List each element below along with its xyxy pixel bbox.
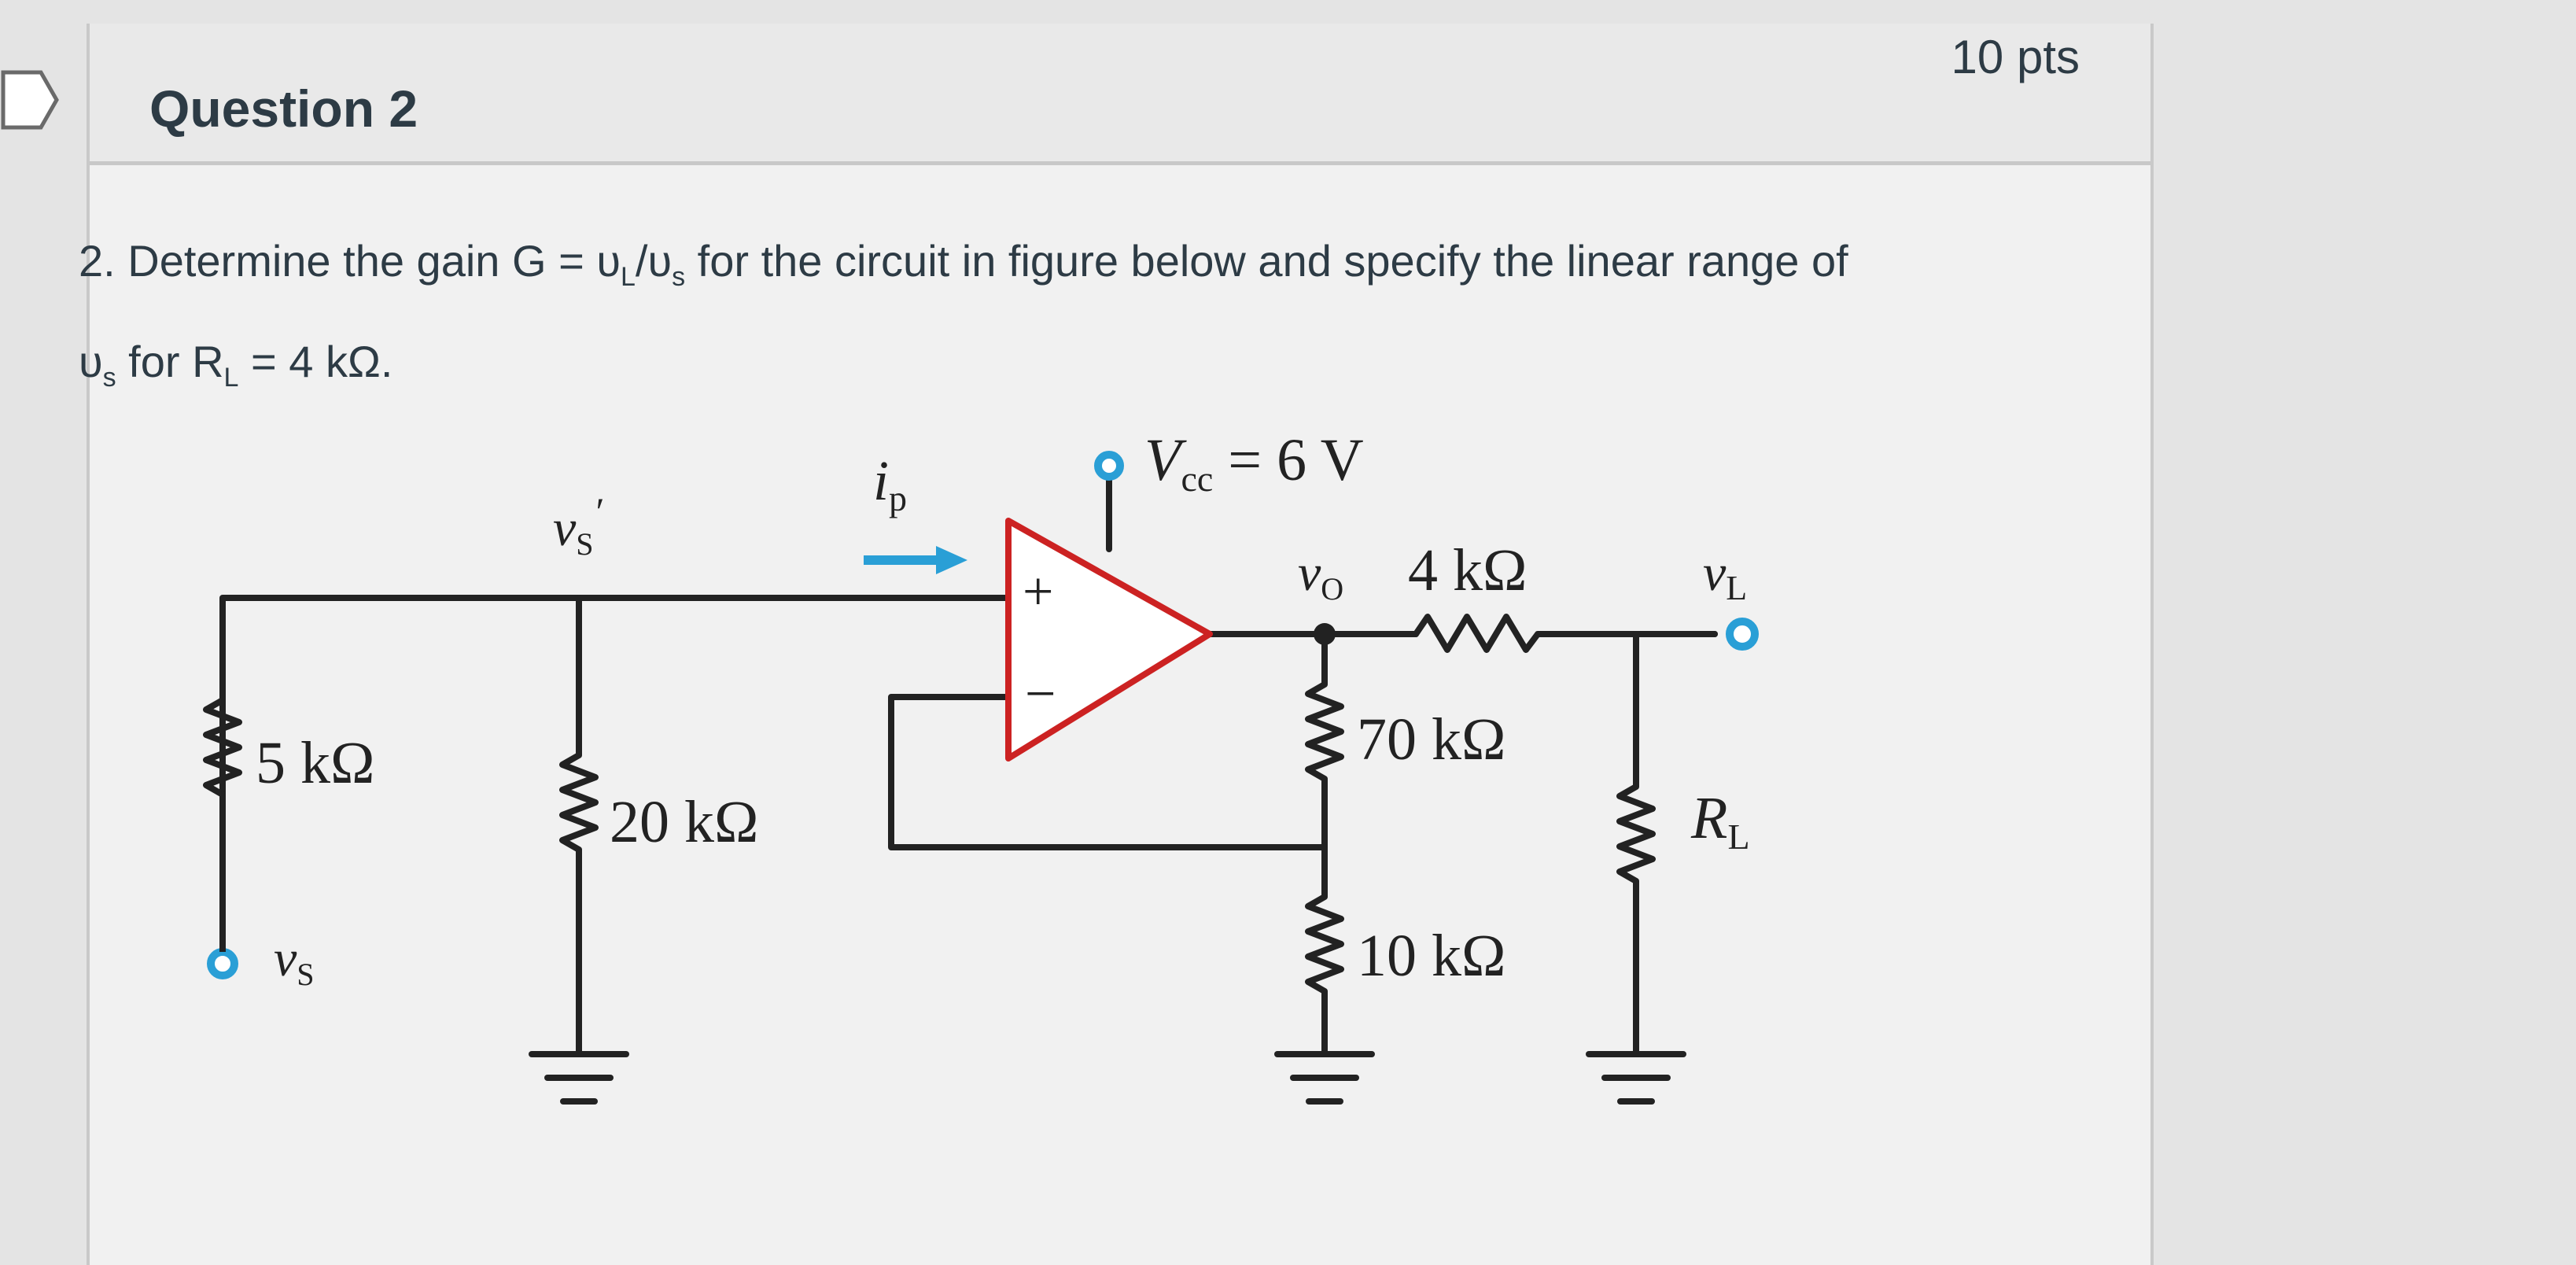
question-title: Question 2 bbox=[149, 79, 418, 138]
question-header: Question 2 10 pts bbox=[90, 24, 2150, 165]
series-resistor-label: 4 kΩ bbox=[1408, 537, 1527, 603]
flag-icon[interactable] bbox=[0, 65, 63, 135]
prompt-line-1: 2. Determine the gain G = υL/υs for the … bbox=[79, 236, 1848, 293]
feedback-bottom-label: 10 kΩ bbox=[1357, 923, 1505, 989]
shunt-resistor bbox=[559, 595, 599, 1057]
opamp-symbol bbox=[1005, 518, 1213, 762]
ip-current-arrow bbox=[864, 546, 967, 574]
question-points: 10 pts bbox=[1951, 31, 2080, 83]
source-resistor bbox=[203, 697, 242, 798]
load-resistor-label: RL bbox=[1690, 785, 1750, 857]
ip-label: ip bbox=[873, 449, 907, 518]
source-resistor-label: 5 kΩ bbox=[256, 730, 374, 796]
feedback-wire bbox=[888, 694, 1328, 850]
vo-junction-node bbox=[1314, 623, 1336, 645]
vl-label: vL bbox=[1703, 544, 1747, 607]
opamp-plus-sign: + bbox=[1023, 562, 1053, 622]
opamp-minus-sign: − bbox=[1025, 664, 1056, 725]
vs-prime-label: vS′ bbox=[553, 489, 603, 562]
prompt-line-2: υs for RL = 4 kΩ. bbox=[79, 337, 393, 393]
load-resistor bbox=[1616, 631, 1656, 1057]
vcc-terminal-node bbox=[1094, 451, 1124, 481]
feedback-resistor-bottom bbox=[1305, 844, 1344, 1057]
vs-terminal-node bbox=[207, 948, 238, 979]
shunt-resistor-label: 20 kΩ bbox=[610, 789, 758, 855]
vo-label: vO bbox=[1298, 544, 1343, 607]
vcc-label: Vcc = 6 V bbox=[1144, 427, 1364, 499]
vl-terminal-node bbox=[1726, 618, 1759, 651]
vs-label: vS bbox=[274, 930, 315, 992]
question-prompt: 2. Determine the gain G = υL/υs for the … bbox=[79, 219, 2045, 420]
feedback-top-label: 70 kΩ bbox=[1357, 706, 1505, 773]
series-resistor bbox=[1413, 614, 1718, 653]
feedback-resistor-top bbox=[1305, 631, 1344, 850]
